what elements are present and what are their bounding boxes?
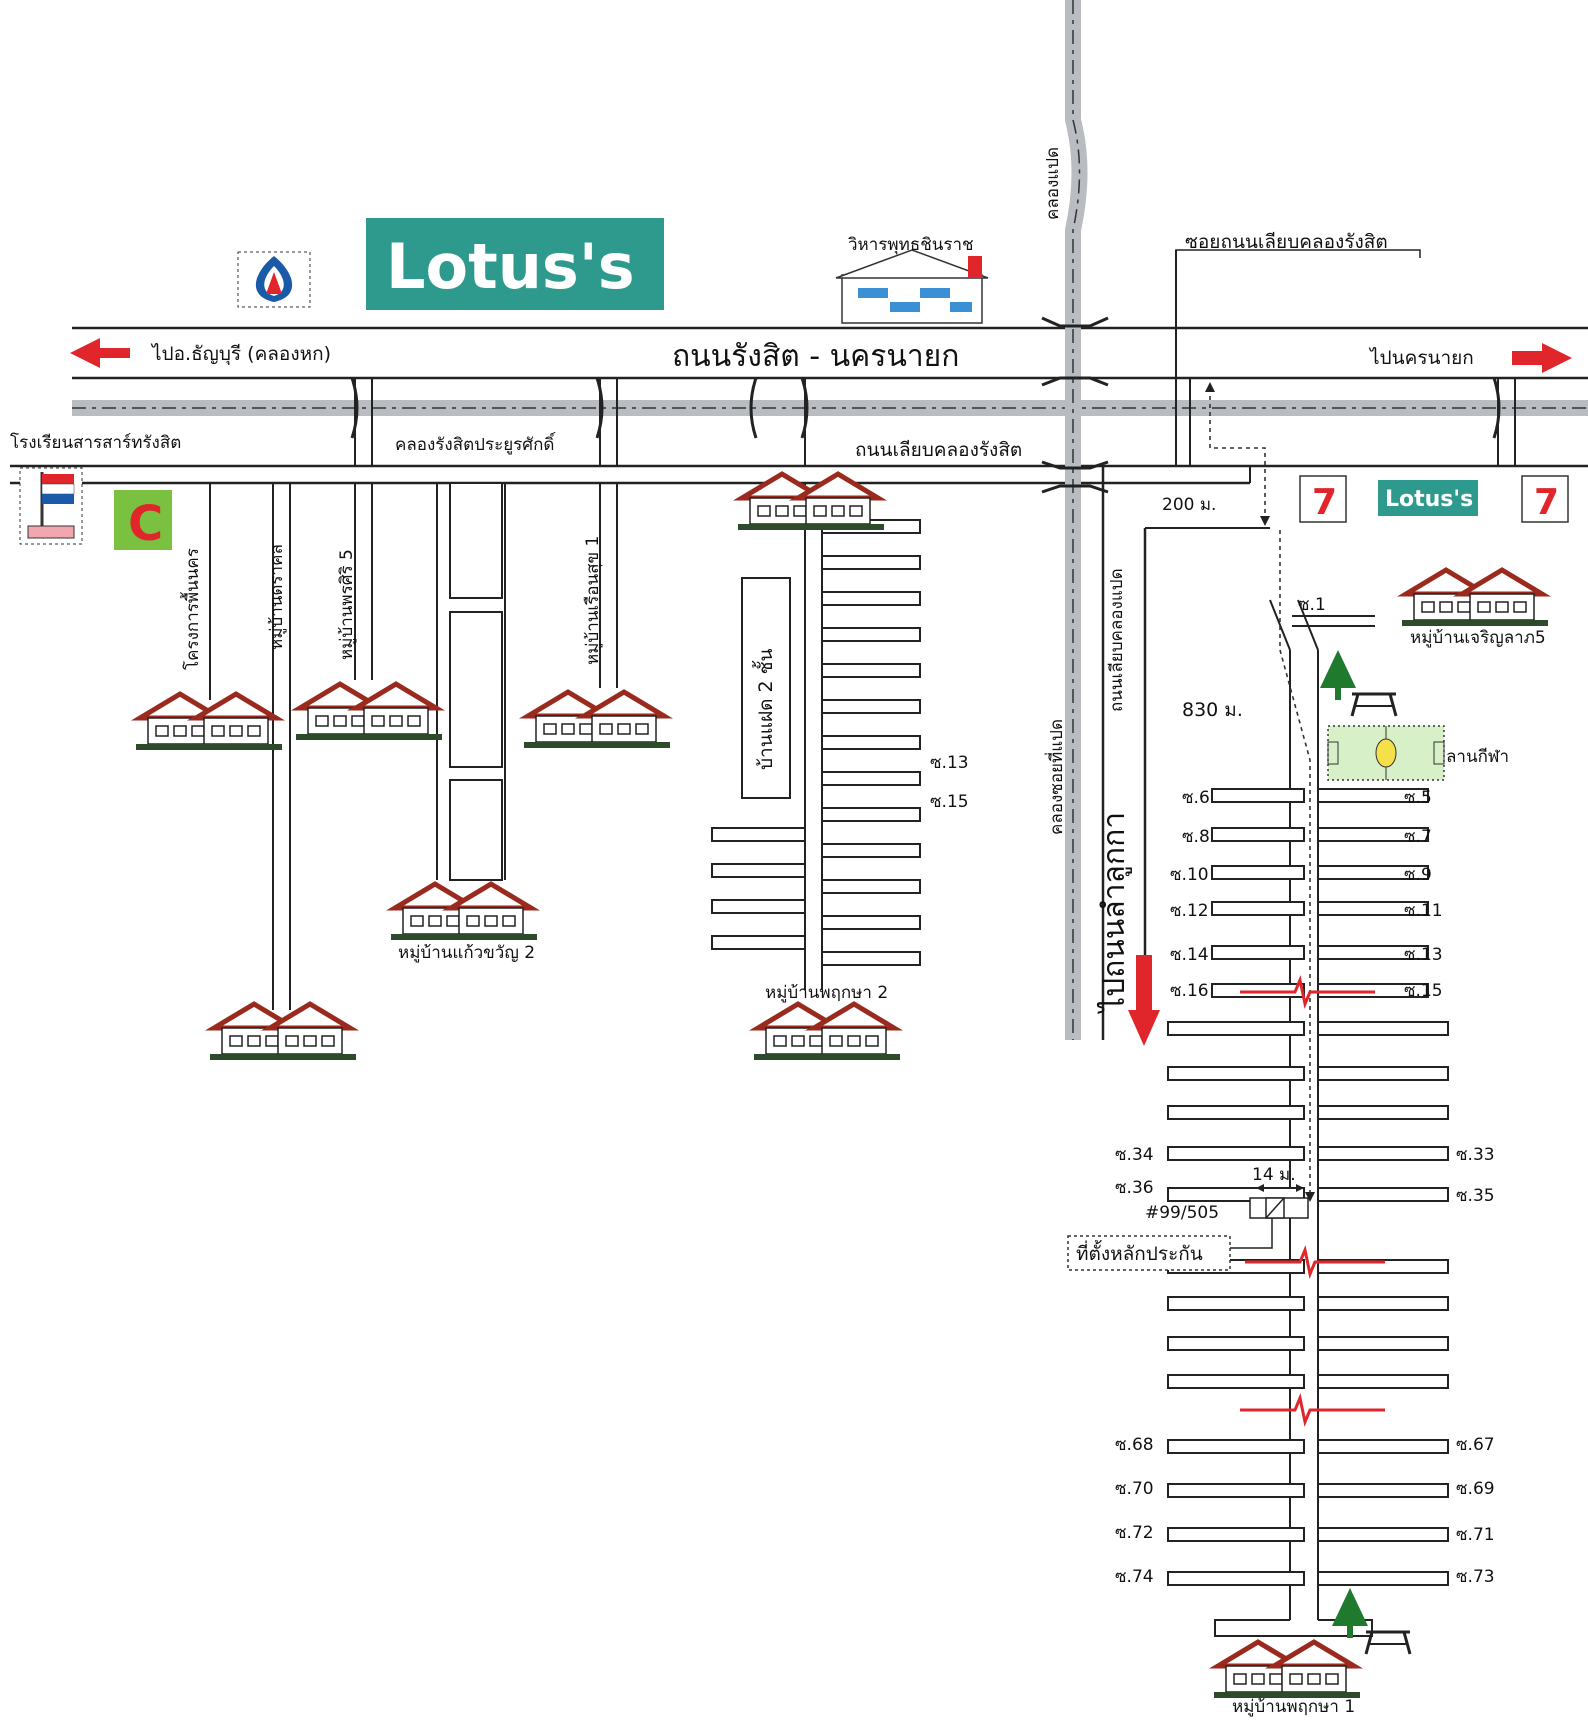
soi-label: ซ.14 bbox=[1170, 945, 1209, 965]
soi-label: ซ.16 bbox=[1170, 981, 1209, 1001]
soi-label: ซ.5 bbox=[1404, 788, 1432, 808]
village-charoen-label: หมู่บ้านเจริญลาภ5 bbox=[1410, 628, 1546, 648]
soi-label: ซ.15 bbox=[930, 792, 969, 812]
soi-label: ซ.6 bbox=[1182, 788, 1210, 808]
soi-label: ซ.36 bbox=[1115, 1178, 1154, 1198]
soi-label: ซ.9 bbox=[1404, 865, 1432, 885]
soi-canal-road-label: ซอยถนนเลียบคลองรังสิต bbox=[1185, 231, 1388, 253]
soi-label: ซ.67 bbox=[1456, 1435, 1495, 1455]
village-house-icon bbox=[524, 692, 670, 748]
lotus-logo-text: Lotus's bbox=[386, 230, 635, 303]
lotus-store-logo: Lotus's bbox=[366, 218, 664, 310]
soi-label: ซ.7 bbox=[1404, 827, 1432, 847]
canal-rangsit-label: คลองรังสิตประยูรศักดิ์ bbox=[395, 432, 556, 455]
pruksa-2-sois bbox=[711, 483, 921, 990]
village-kaewkwan-label: หมู่บ้านแก้วขวัญ 2 bbox=[398, 943, 535, 963]
soi-labels: ซ.1 ซ.13 ซ.15 ซ.5 ซ.6 ซ.7 ซ.8 ซ.9 ซ.10 ซ… bbox=[930, 595, 1495, 1587]
7-eleven-store-icon: 7 bbox=[1521, 475, 1569, 523]
lotus-store-logo: Lotus's bbox=[1378, 480, 1478, 516]
main-road-label: ถนนรังสิต - นครนายก bbox=[672, 339, 959, 374]
soi-label: ซ.13 bbox=[1404, 945, 1443, 965]
canal-8-label: คลองแปด bbox=[1043, 147, 1063, 220]
break-mark bbox=[1240, 974, 1375, 1010]
village-darakol-label: หมู่บ้านดราคล bbox=[267, 544, 287, 650]
soi-label: ซ.15 bbox=[1404, 981, 1443, 1001]
village-house-icon bbox=[391, 884, 537, 940]
distance-200-label: 200 ม. bbox=[1162, 495, 1216, 515]
canal-road-label: ถนนเลียบคลองรังสิต bbox=[855, 439, 1022, 461]
soi-label: ซ.74 bbox=[1115, 1567, 1154, 1587]
7-eleven-store-icon: 7 bbox=[1299, 475, 1347, 523]
soi-label: ซ.68 bbox=[1115, 1435, 1154, 1455]
village-house-icon bbox=[210, 1004, 356, 1060]
village-house-icon bbox=[754, 1004, 900, 1060]
picnic-table-icon bbox=[1350, 692, 1398, 718]
tree-icon bbox=[1320, 650, 1356, 700]
distance-14-label: 14 ม. bbox=[1252, 1165, 1296, 1185]
red-arrow-icon bbox=[1512, 343, 1572, 373]
bigc-store-logo: C bbox=[114, 490, 172, 552]
soi-label: ซ.12 bbox=[1170, 901, 1209, 921]
soi-label: ซ.73 bbox=[1456, 1567, 1495, 1587]
distance-830-label: 830 ม. bbox=[1182, 699, 1243, 721]
soi-label: ซ.69 bbox=[1456, 1479, 1495, 1499]
pt-gas-station-logo bbox=[237, 251, 311, 308]
route-path bbox=[1279, 530, 1311, 1195]
village-pruksa1-label: หมู่บ้านพฤกษา 1 bbox=[1232, 1697, 1355, 1717]
to-lamlukka-label: ไปถนนลำลูกกา bbox=[1096, 812, 1132, 1014]
break-mark bbox=[1245, 1244, 1385, 1280]
soi-label: ซ.10 bbox=[1170, 865, 1209, 885]
to-thanyaburi-label: ไปอ.ธัญบุรี (คลองหก) bbox=[150, 343, 331, 366]
soi-label: ซ.8 bbox=[1182, 827, 1210, 847]
village-house-icon bbox=[136, 694, 282, 750]
to-nakhon-nayok-label: ไปนครนายก bbox=[1368, 347, 1474, 369]
red-arrow-icon bbox=[70, 338, 130, 368]
svg-text:7: 7 bbox=[1534, 482, 1559, 523]
property-marker bbox=[1067, 1184, 1309, 1271]
soi-khlong8-label: คลองซอยที่แปด bbox=[1044, 719, 1067, 835]
soi-label: ซ.1 bbox=[1298, 595, 1326, 615]
soi-label: ซ.72 bbox=[1115, 1523, 1154, 1543]
bridge-icon bbox=[1041, 316, 1109, 328]
soi-label: ซ.34 bbox=[1115, 1145, 1154, 1165]
svg-text:Lotus's: Lotus's bbox=[1385, 487, 1473, 512]
village-ruenthong-label: หมู่บ้านเรือนสุข 1 bbox=[583, 536, 603, 665]
left-sois bbox=[209, 482, 618, 1010]
village-house-icon bbox=[1214, 1642, 1360, 1698]
soi-label: ซ.33 bbox=[1456, 1145, 1495, 1165]
village-pornsiri-label: หมู่บ้านพรศิริ 5 bbox=[337, 549, 357, 660]
village-house-icon bbox=[1402, 570, 1548, 626]
bigc-logo-text: C bbox=[128, 496, 163, 552]
school-flag-icon bbox=[19, 467, 83, 545]
flat-label: บ้านแฝด 2 ชั้น bbox=[752, 649, 777, 771]
soi-label: ซ.71 bbox=[1456, 1525, 1495, 1545]
red-arrow-icon bbox=[1128, 1010, 1160, 1046]
sports-field-icon bbox=[1327, 725, 1445, 781]
sports-label: ลานกีฬา bbox=[1446, 747, 1509, 767]
picnic-table-icon bbox=[1364, 1630, 1412, 1656]
temple-label: วิหารพุทธชินราช bbox=[848, 235, 974, 255]
collateral-location-label: ที่ตั้งหลักประกัน bbox=[1076, 1240, 1203, 1265]
soi-label: ซ.13 bbox=[930, 753, 969, 773]
road-khlong8-label: ถนนเลียบคลองแปด bbox=[1107, 568, 1127, 712]
tree-icon bbox=[1332, 1588, 1368, 1638]
soi-label: ซ.11 bbox=[1404, 901, 1443, 921]
soi-label: ซ.35 bbox=[1456, 1186, 1495, 1206]
village-pruksa2-label: หมู่บ้านพฤกษา 2 bbox=[765, 983, 888, 1003]
temple-building-icon bbox=[835, 249, 989, 324]
project-phun-label: โครงการพื้นนคร bbox=[180, 548, 203, 670]
soi-label: ซ.70 bbox=[1115, 1479, 1154, 1499]
svg-text:7: 7 bbox=[1312, 482, 1337, 523]
house-number-label: #99/505 bbox=[1145, 1203, 1219, 1223]
break-mark bbox=[1240, 1392, 1385, 1428]
school-label: โรงเรียนสารสาร์ทรังสิต bbox=[10, 432, 181, 453]
village-house-icon bbox=[296, 684, 442, 740]
